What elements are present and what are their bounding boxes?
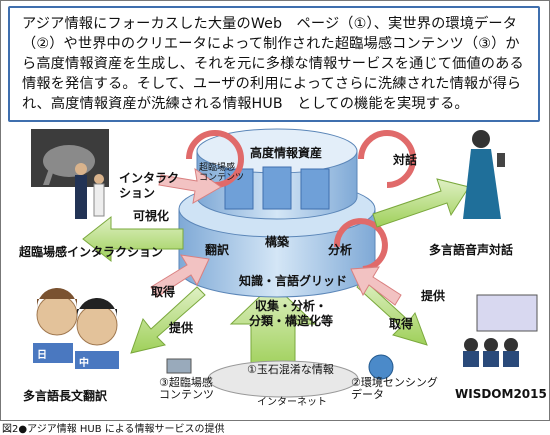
figure-frame: アジア情報にフォーカスした大量のWeb ページ（①）、実世界の環境データ（②）や… — [0, 0, 550, 421]
arrow-from-translation — [150, 254, 210, 298]
cycle-arrow-right — [358, 130, 416, 188]
acquire-right-label: 取得 — [389, 317, 414, 331]
visualize-label: 可視化 — [133, 209, 170, 223]
process-build: 構築 — [265, 235, 290, 249]
hub-diagram — [31, 128, 538, 398]
center-bottom-label: 知識・言語グリッド — [239, 274, 348, 288]
provide-right-label: 提供 — [421, 289, 446, 303]
interaction-illustration — [31, 129, 109, 219]
process-analyze: 分析 — [328, 243, 353, 257]
source-1-label: ①玉石混淆な情報 — [247, 363, 334, 376]
globe-icon — [368, 354, 394, 380]
flag-zh: 中 — [79, 358, 89, 369]
intro-box: アジア情報にフォーカスした大量のWeb ページ（①）、実世界の環境データ（②）や… — [8, 6, 540, 122]
interaction-arrow-label: インタラク ション — [119, 171, 180, 200]
arrow-interaction — [158, 167, 222, 204]
arrow-from-wisdom — [350, 266, 402, 306]
translation-caption: 多言語長文翻訳 — [23, 389, 108, 403]
process-translate: 翻訳 — [205, 243, 230, 257]
translation-illustration — [33, 287, 119, 369]
arrow-to-voice — [372, 178, 470, 228]
flag-ja: 日 — [37, 350, 47, 361]
voice-caption: 多言語音声対話 — [429, 243, 514, 257]
voice-dialogue-illustration — [463, 130, 505, 219]
provide-left-label: 提供 — [169, 321, 194, 335]
content-small-label: 超臨場感 コンテンツ — [199, 163, 245, 183]
arrow-to-interaction — [82, 215, 184, 263]
laptop-icon — [166, 358, 192, 374]
interaction-caption: 超臨場感インタラクション — [19, 245, 164, 259]
internet-label: インターネット — [257, 397, 327, 408]
arrow-to-translation — [130, 286, 206, 354]
center-top-label: 高度情報資産 — [250, 146, 323, 160]
intro-text: アジア情報にフォーカスした大量のWeb ページ（①）、実世界の環境データ（②）や… — [22, 16, 524, 112]
dialogue-label: 対話 — [393, 153, 418, 167]
figure-caption: 図2●アジア情報 HUB による情報サービスの提供 — [2, 424, 225, 435]
wisdom-illustration — [463, 294, 538, 367]
cycle-arrow-left — [186, 130, 244, 188]
internet-cloud — [207, 360, 359, 398]
acquire-left-label: 取得 — [151, 285, 176, 299]
source-2-label: ②環境センシング データ — [351, 376, 438, 401]
source-3-label: ③超臨場感 コンテンツ — [159, 376, 214, 401]
collect-label: 収集・分析・ 分類・構造化等 — [249, 299, 334, 328]
wisdom-caption: WISDOM2015 — [455, 387, 547, 401]
